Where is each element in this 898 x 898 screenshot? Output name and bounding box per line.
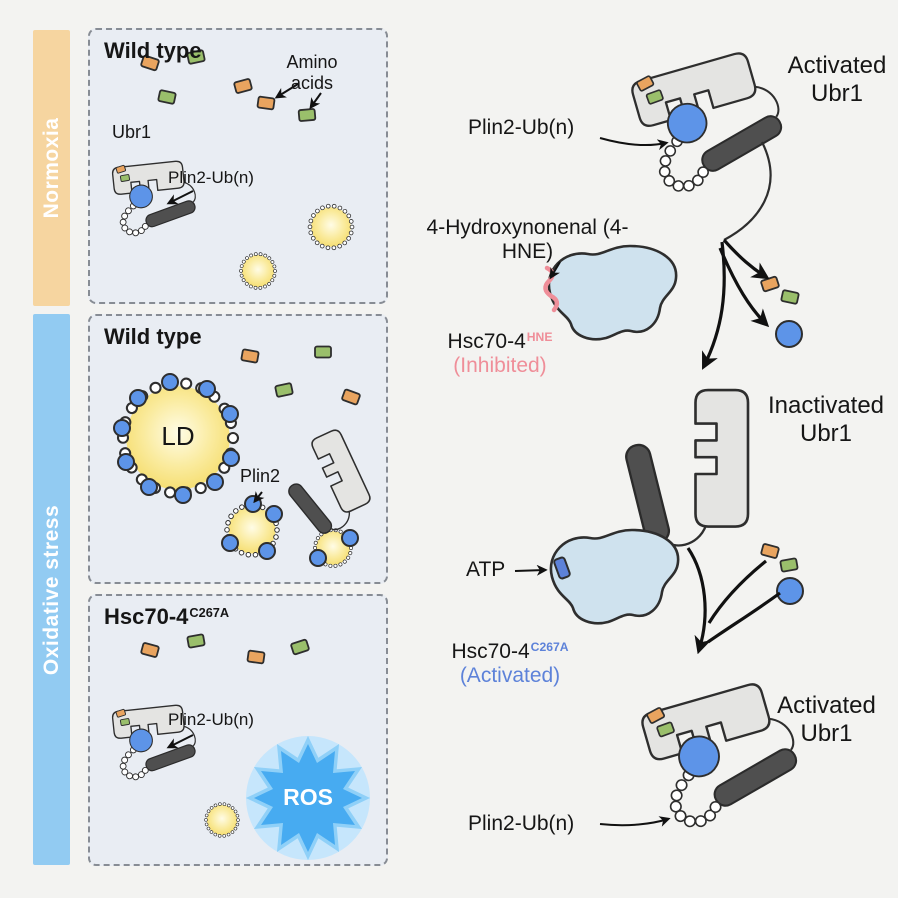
atp-label: ATP [466, 558, 506, 581]
hne-pointer-arrow [549, 261, 561, 280]
lipid-droplet [310, 206, 352, 248]
plin2-label: Plin2 [240, 466, 281, 486]
atp-molecule [553, 556, 571, 580]
ld-label: LD [161, 421, 195, 451]
activated-ubr1-label-top: Activated Ubr1 [787, 52, 887, 107]
ros-starburst [245, 735, 371, 861]
plin2-ubn-pointer-arrow [166, 734, 194, 749]
panel3-artwork [112, 633, 371, 861]
plin2-ubn-label-top: Plin2-Ub(n) [468, 116, 575, 139]
plin2-on-droplet [198, 380, 216, 398]
plin2-on-droplet [265, 505, 283, 523]
hsc70-hne-sup: HNE [526, 330, 553, 345]
plin2-on-droplet [113, 419, 131, 437]
amino-acid-square [314, 345, 332, 359]
plin2-on-droplet [117, 453, 135, 471]
ubr1-machine-inactivated [622, 388, 750, 547]
amino-acid-square [340, 388, 362, 406]
plin2-on-droplet [161, 373, 179, 391]
hsc70-hne-base: Hsc70-4 [447, 330, 526, 353]
ubr1-machine-activated-top [629, 44, 794, 199]
plin2-on-droplet [140, 478, 158, 496]
panel1-title: Wild type [104, 38, 202, 63]
amino-acid-square [240, 348, 260, 364]
plin2-ubn-label-panel1: Plin2-Ub(n) [168, 168, 254, 187]
incoming-amino-acid [759, 542, 781, 560]
activated-ubr1-label-bottom: Activated Ubr1 [777, 692, 876, 747]
hsc70-hne-state: (Inhibited) [453, 354, 547, 378]
amino-acids-pointer-arrow [309, 92, 322, 110]
hsc70-c267a-sup: C267A [530, 640, 569, 655]
panel3-title-base: Hsc70-4 [104, 604, 189, 629]
plin2-ubn-pointer-arrow [599, 816, 671, 827]
amino-acid-square [246, 649, 266, 665]
amino-acid-square [232, 77, 254, 95]
released-plin2-circle [775, 320, 803, 348]
ubr1-label: Ubr1 [112, 122, 152, 142]
panel3-title: Hsc70-4C267A [104, 604, 229, 629]
inactivated-ubr1-label: Inactivated Ubr1 [767, 392, 885, 447]
panel2-artwork [113, 345, 378, 568]
atp-pointer-arrow [514, 564, 548, 576]
incoming-plin2-circle [776, 577, 804, 605]
released-amino-acid [780, 289, 800, 305]
plin2-on-droplet [244, 495, 262, 513]
release-arrow [722, 238, 770, 280]
lipid-droplet [239, 252, 277, 290]
lipid-droplet [204, 802, 240, 838]
plin2-on-droplet [309, 549, 327, 567]
plin2-on-droplet [222, 449, 240, 467]
hsc70-blob-activated [549, 528, 680, 625]
ros-label: ROS [283, 784, 333, 810]
amino-acid-square [186, 633, 206, 649]
amino-acid-square [256, 95, 276, 111]
inactivation-arrow [702, 241, 726, 370]
amino-acids-pointer-arrow [274, 83, 299, 99]
plin2-ubn-label-panel3: Plin2-Ub(n) [168, 710, 254, 729]
panel3-title-sup: C267A [189, 604, 230, 620]
panel1-artwork [112, 49, 352, 290]
plin2-on-droplet [341, 529, 359, 547]
connector-line [723, 141, 772, 241]
amino-acid-square [289, 638, 311, 656]
normoxia-condition-bar: Normoxia [33, 30, 70, 306]
plin2-on-droplet [221, 405, 239, 423]
hne-label: 4-Hydroxynonenal (4-HNE) [426, 216, 629, 264]
oxidative-stress-condition-bar: Oxidative stress [33, 314, 70, 865]
plin2-ubn-label-bottom: Plin2-Ub(n) [468, 812, 575, 835]
plin2-on-droplet [206, 473, 224, 491]
plin2-on-droplet [129, 389, 147, 407]
amino-acids-label: Amino acids [286, 52, 338, 93]
incoming-amino-acid [779, 557, 799, 573]
loading-curve [707, 591, 781, 644]
amino-acid-square [274, 382, 294, 398]
plin2-ubn-pointer-arrow [166, 190, 194, 205]
hsc70-hne-label: Hsc70-4HNE (Inhibited) [420, 330, 580, 378]
hsc70-c267a-state: (Activated) [459, 664, 561, 688]
amino-acid-square [297, 107, 317, 123]
pathway-artwork [514, 44, 809, 834]
plin2-on-droplet [174, 486, 192, 504]
ubr1-machine-inactive [270, 427, 378, 543]
panel2-title: Wild type [104, 324, 202, 349]
plin2-pointer-arrow [253, 491, 265, 504]
reactivation-arrow [686, 547, 712, 655]
amino-acid-square [139, 641, 161, 659]
hsc70-c267a-label: Hsc70-4C267A (Activated) [415, 640, 605, 688]
plin2-ubn-pointer-arrow [599, 137, 669, 151]
plin2-on-droplet [221, 534, 239, 552]
plin2-on-droplet [258, 542, 276, 560]
loading-curve [707, 559, 768, 624]
hsc70-c267a-base: Hsc70-4 [451, 640, 530, 663]
amino-acid-square [157, 89, 177, 105]
released-amino-acid [759, 275, 781, 293]
